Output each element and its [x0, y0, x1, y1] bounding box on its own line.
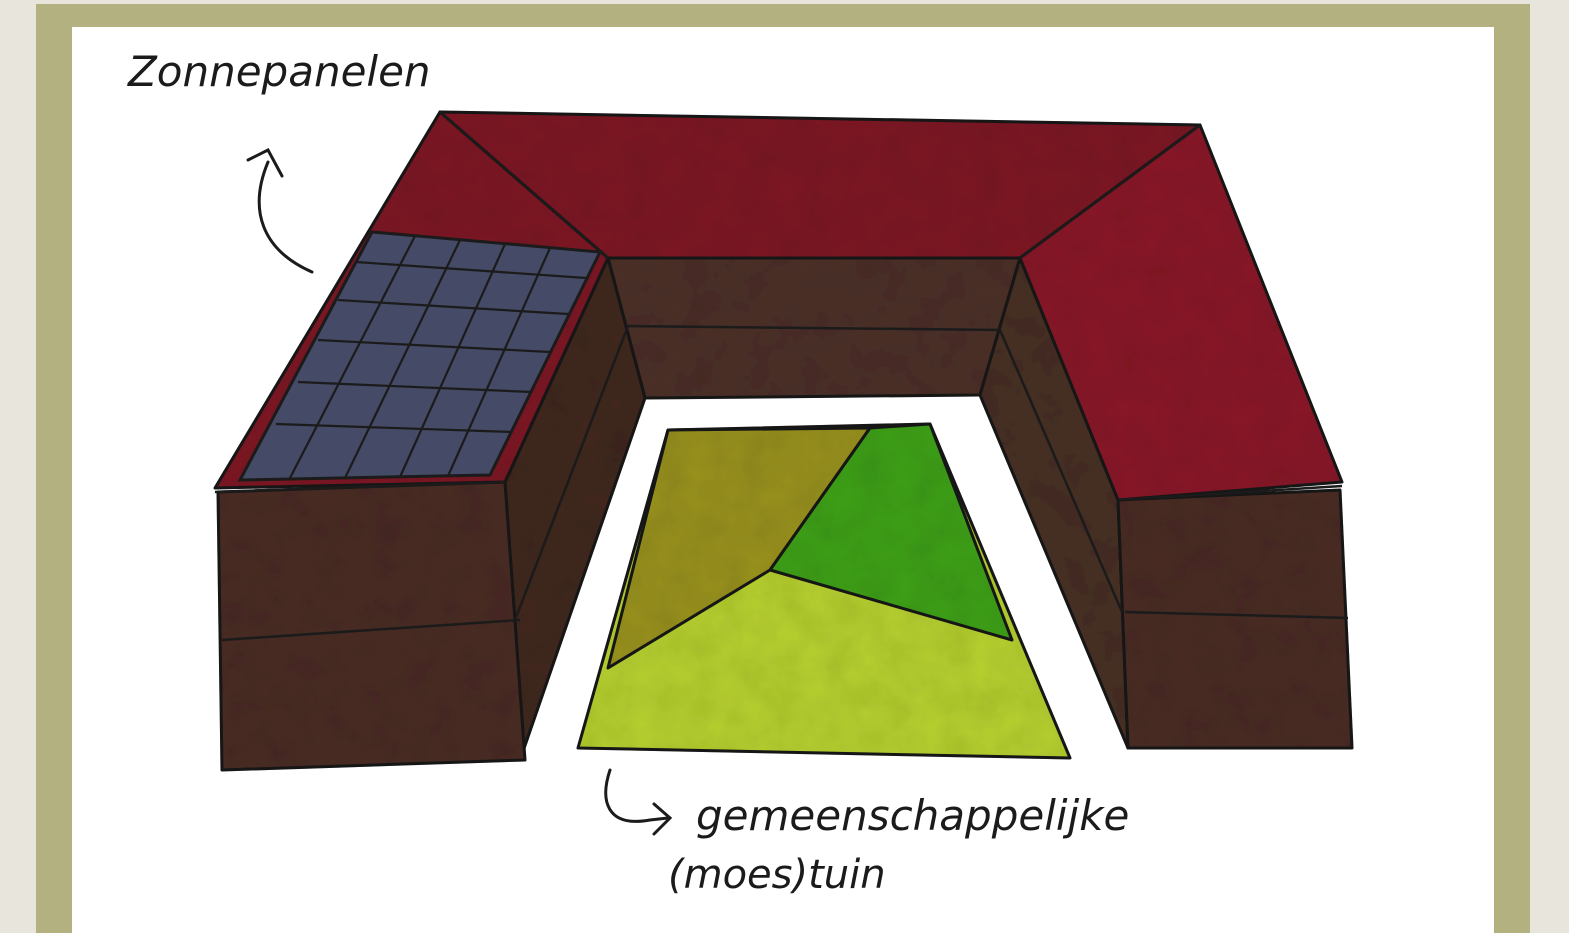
left-front-wall — [218, 482, 525, 770]
garden-label-line2: (moes)tuin — [668, 852, 886, 898]
curved-arrow-up-icon — [259, 162, 312, 272]
solar-panels-label: Zonnepanelen — [127, 47, 431, 96]
right-front-wall — [1118, 490, 1352, 748]
hook-arrow-right-icon — [606, 770, 668, 821]
garden-label-line1: gemeenschappelijke — [696, 791, 1129, 840]
